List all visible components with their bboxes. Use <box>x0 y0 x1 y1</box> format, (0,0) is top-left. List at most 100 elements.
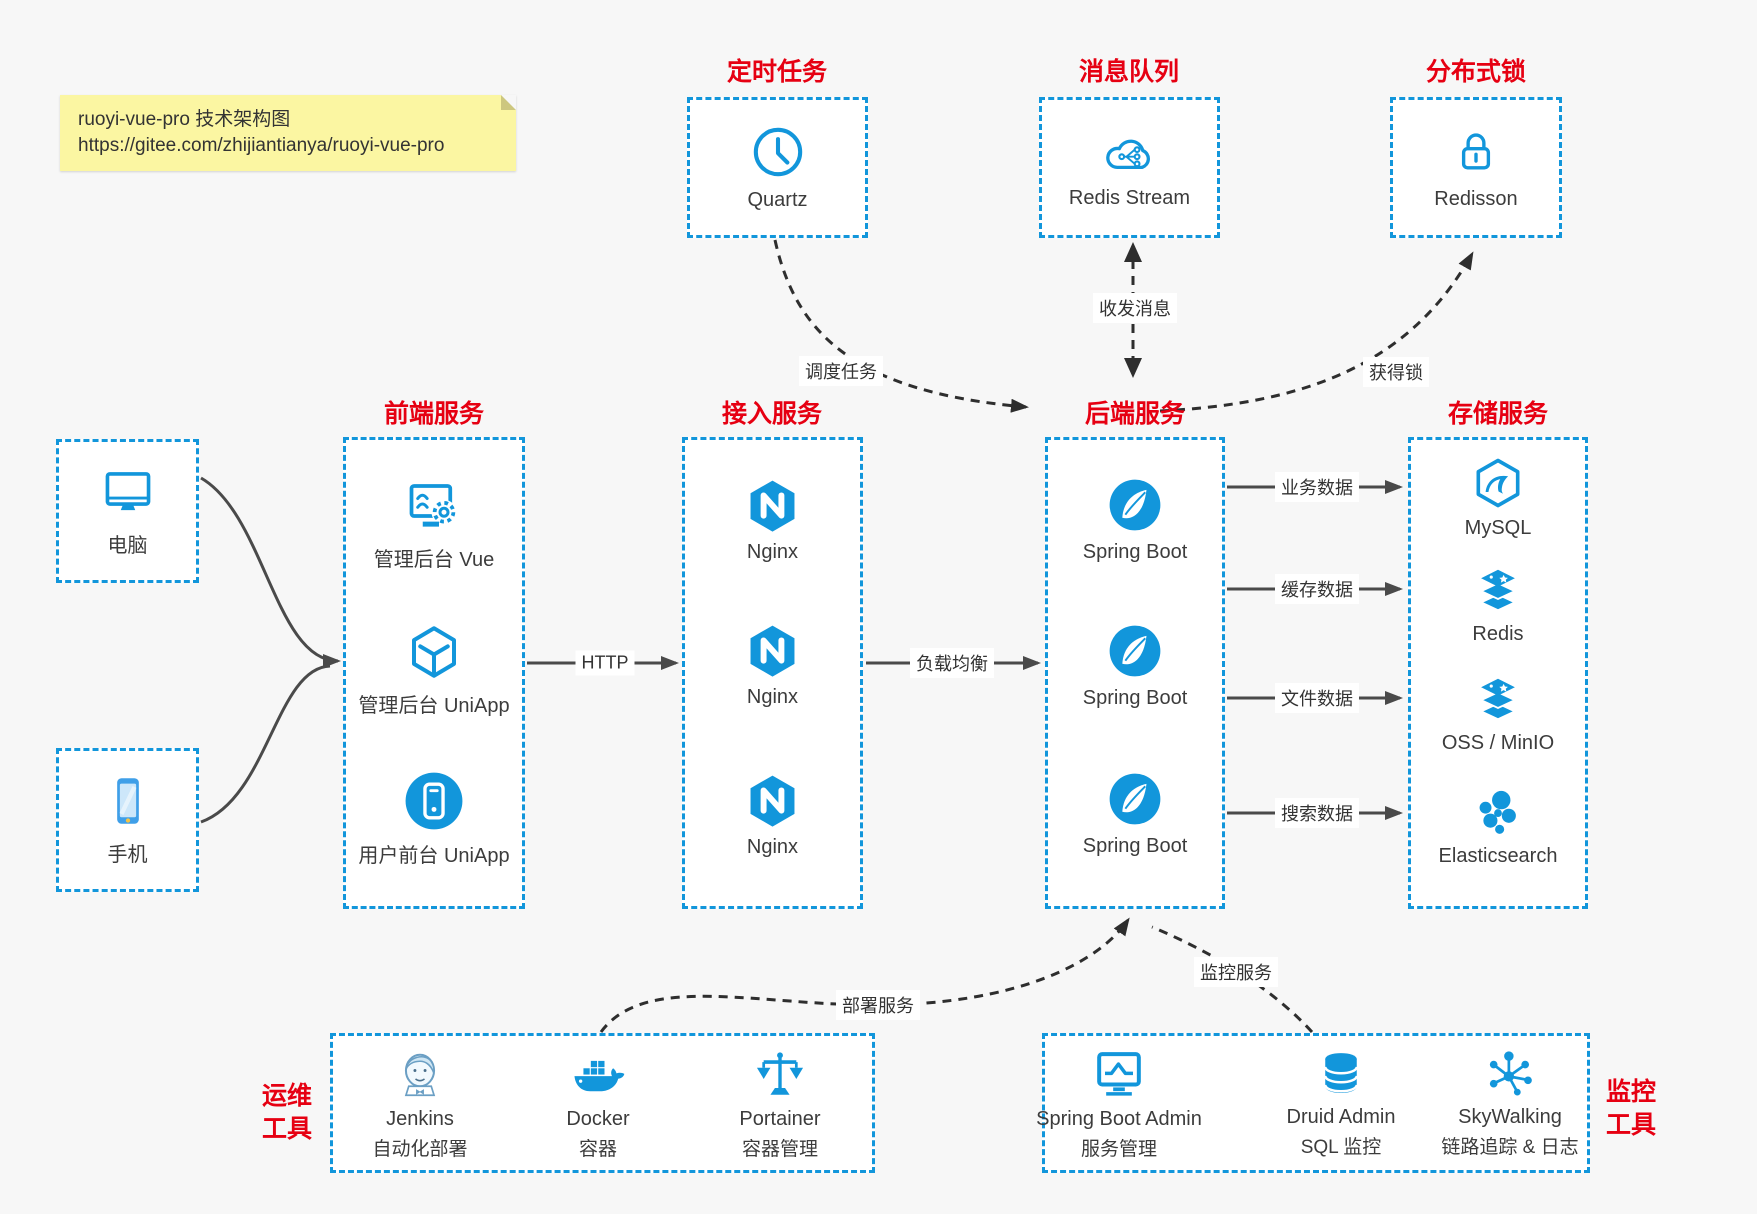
column-title-backend: 后端服务 <box>1084 400 1186 428</box>
node-user-uniapp: 用户前台 UniApp <box>343 770 525 868</box>
edge-label-file-data: 文件数据 <box>1275 683 1359 713</box>
node-elasticsearch: Elasticsearch <box>1408 786 1588 868</box>
edge-label-deploy: 部署服务 <box>836 990 920 1020</box>
lock-icon <box>1449 125 1503 179</box>
tool-name: Jenkins <box>386 1108 454 1130</box>
node-label: Elasticsearch <box>1438 845 1558 867</box>
edge-message-arrow-down <box>1124 358 1142 378</box>
group-title-ops-tools: 运维 工具 <box>252 1080 322 1146</box>
node-label: 用户前台 UniApp <box>358 845 510 867</box>
tool-desc: 链路追踪 & 日志 <box>1441 1137 1579 1158</box>
node-label: Redis <box>1472 623 1524 645</box>
edge-message-arrow-up <box>1124 242 1142 262</box>
node-label: Spring Boot <box>1082 687 1188 709</box>
tool-name: Portainer <box>739 1108 821 1130</box>
node-springboot-3: Spring Boot <box>1045 770 1225 858</box>
node-label: 管理后台 Vue <box>373 549 495 571</box>
group-box-ops-tools <box>330 1033 875 1173</box>
nginx-icon <box>744 622 801 679</box>
node-druid: Druid Admin SQL 监控 <box>1226 1046 1456 1159</box>
node-redis: Redis <box>1408 564 1588 646</box>
node-label: Redisson <box>1434 187 1518 210</box>
node-springboot-admin: Spring Boot Admin 服务管理 <box>1004 1046 1234 1161</box>
node-label: 管理后台 UniApp <box>358 695 510 717</box>
springboot-admin-icon <box>1091 1046 1147 1102</box>
node-label: Redis Stream <box>1068 186 1191 209</box>
edge-label-message: 收发消息 <box>1093 293 1177 323</box>
edge-mobile-to-frontend <box>200 664 331 824</box>
uniapp-cube-icon <box>404 622 464 682</box>
edge-label-http: HTTP <box>575 650 635 676</box>
node-label: OSS / MinIO <box>1441 732 1555 754</box>
node-label: MySQL <box>1464 517 1532 539</box>
node-label: 电脑 <box>107 535 148 557</box>
node-nginx-1: Nginx <box>682 477 863 564</box>
spring-boot-icon <box>1106 622 1164 680</box>
node-oss-minio: OSS / MinIO <box>1408 673 1588 755</box>
clock-icon <box>750 124 806 180</box>
group-title-monitor-tools: 监控 工具 <box>1606 1076 1656 1142</box>
tool-desc: 服务管理 <box>1080 1139 1157 1160</box>
monitor-title-line-2: 工具 <box>1606 1111 1657 1139</box>
nginx-icon <box>744 772 801 829</box>
spring-boot-icon <box>1106 770 1164 828</box>
node-label: Spring Boot <box>1082 541 1188 563</box>
node-skywalking: SkyWalking 链路追踪 & 日志 <box>1395 1046 1625 1159</box>
edge-desktop-to-frontend <box>200 476 341 668</box>
druid-icon <box>1314 1046 1368 1100</box>
edge-label-business-data: 业务数据 <box>1275 472 1359 502</box>
node-springboot-1: Spring Boot <box>1045 476 1225 564</box>
note-url: https://gitee.com/zhijiantianya/ruoyi-vu… <box>78 135 445 156</box>
node-label: Nginx <box>746 686 799 708</box>
tool-name: Spring Boot Admin <box>1036 1108 1202 1130</box>
node-redis-stream: Redis Stream <box>1039 97 1220 238</box>
node-jenkins: Jenkins 自动化部署 <box>305 1048 535 1161</box>
tool-desc: 容器 <box>578 1139 617 1160</box>
spring-boot-icon <box>1106 476 1164 534</box>
edge-label-lock: 获得锁 <box>1363 357 1429 387</box>
node-nginx-3: Nginx <box>682 772 863 859</box>
edge-label-cache-data: 缓存数据 <box>1275 574 1359 604</box>
title-note: ruoyi-vue-pro 技术架构图 https://gitee.com/zh… <box>60 95 516 171</box>
node-mysql: MySQL <box>1408 456 1588 540</box>
ops-title-line-2: 工具 <box>261 1115 312 1143</box>
node-springboot-2: Spring Boot <box>1045 622 1225 710</box>
tool-desc: 容器管理 <box>741 1139 818 1160</box>
portainer-icon <box>753 1048 807 1102</box>
edge-lock <box>1159 251 1474 413</box>
node-nginx-2: Nginx <box>682 622 863 709</box>
tool-name: Druid Admin <box>1286 1106 1396 1128</box>
edge-label-load-balance: 负载均衡 <box>910 648 994 678</box>
node-docker: Docker 容器 <box>483 1048 713 1161</box>
desktop-icon <box>99 464 157 520</box>
node-admin-vue: 管理后台 Vue <box>343 476 525 572</box>
node-label: Nginx <box>746 541 799 563</box>
docker-icon <box>570 1048 626 1102</box>
group-box-monitor-tools <box>1042 1033 1590 1173</box>
node-redisson: Redisson <box>1390 97 1562 238</box>
node-label: Spring Boot <box>1082 835 1188 857</box>
tool-name: SkyWalking <box>1458 1106 1562 1128</box>
cloud-stream-icon <box>1101 126 1159 178</box>
node-portainer: Portainer 容器管理 <box>665 1048 895 1161</box>
redis-stack-icon <box>1471 564 1525 616</box>
elasticsearch-icon <box>1472 786 1524 838</box>
edge-label-monitor: 监控服务 <box>1194 957 1278 987</box>
edge-label-search-data: 搜索数据 <box>1275 798 1359 828</box>
group-title-distributed-lock: 分布式锁 <box>1425 58 1527 86</box>
skywalking-icon <box>1483 1046 1537 1100</box>
tool-desc: 自动化部署 <box>372 1139 468 1160</box>
group-title-message-queue: 消息队列 <box>1078 58 1180 86</box>
node-quartz: Quartz <box>687 97 868 238</box>
column-title-gateway: 接入服务 <box>721 400 823 428</box>
admin-vue-icon <box>404 476 464 536</box>
jenkins-icon <box>393 1048 447 1102</box>
edge-label-schedule: 调度任务 <box>799 356 883 386</box>
mobile-icon <box>102 773 154 829</box>
node-mobile: 手机 <box>56 748 199 892</box>
column-title-frontend: 前端服务 <box>383 400 485 428</box>
node-desktop: 电脑 <box>56 439 199 583</box>
note-title: ruoyi-vue-pro 技术架构图 <box>78 109 291 130</box>
node-label: Quartz <box>747 188 808 211</box>
